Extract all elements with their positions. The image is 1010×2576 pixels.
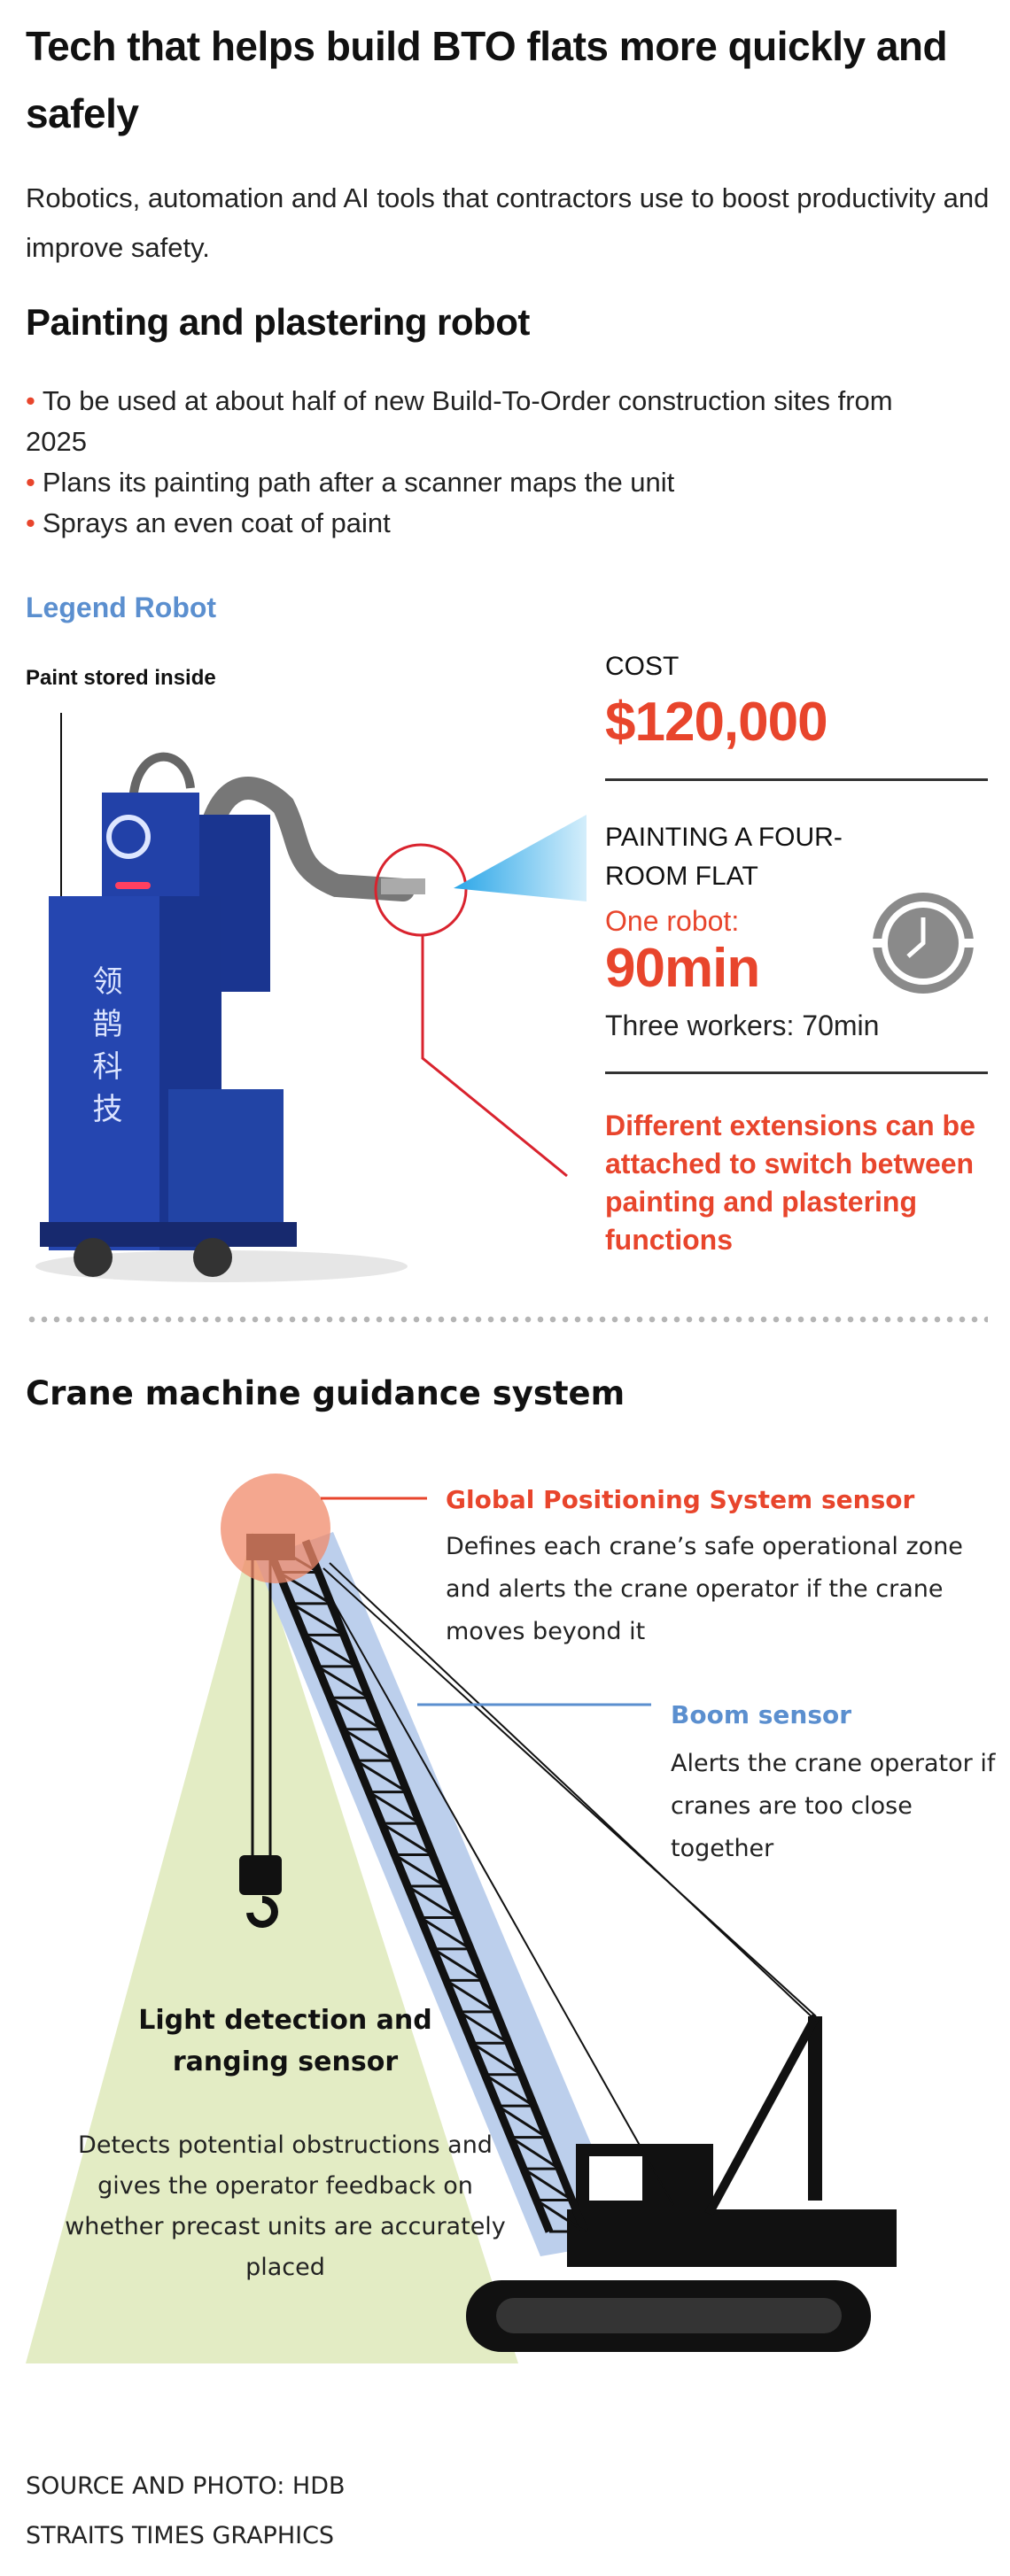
list-item: •Plans its painting path after a scanner… bbox=[26, 467, 675, 498]
boom-lattice-strut bbox=[355, 1759, 408, 1793]
boom-lattice-strut bbox=[497, 2104, 548, 2139]
crane-illustration bbox=[26, 1474, 897, 2363]
cab-window bbox=[589, 2156, 642, 2201]
footer-credits: SOURCE AND PHOTO: HDB STRAITS TIMES GRAP… bbox=[26, 2462, 346, 2561]
bullet-dot-icon: • bbox=[26, 507, 35, 538]
spray-nozzle bbox=[381, 878, 425, 894]
status-light bbox=[115, 882, 151, 889]
robot-chassis bbox=[40, 1222, 297, 1247]
crane-crawler bbox=[466, 2280, 871, 2352]
robot-section-heading: Painting and plastering robot bbox=[26, 301, 530, 343]
boom-lattice-strut bbox=[381, 1822, 433, 1856]
robot-arm bbox=[201, 777, 415, 901]
extension-callout-line bbox=[421, 935, 568, 1178]
lidar-sensor-description: Detects potential obstructions and gives… bbox=[65, 2131, 506, 2281]
gps-sensor-zone bbox=[221, 1474, 330, 1583]
boom-lattice-strut bbox=[470, 2042, 523, 2076]
nozzle-highlight-circle bbox=[374, 843, 468, 937]
boom-lattice-strut bbox=[303, 1634, 358, 1668]
hook-block bbox=[239, 1855, 282, 1895]
boom-sensor-zone bbox=[256, 1532, 632, 2256]
wheel bbox=[193, 1238, 232, 1277]
list-item: •To be used at about half of new Build-T… bbox=[26, 385, 893, 457]
crane-boom bbox=[261, 1539, 589, 2233]
boom-lattice-strut bbox=[316, 1665, 370, 1699]
divider bbox=[605, 1071, 988, 1074]
page-title: Tech that helps build BTO flats more qui… bbox=[26, 23, 948, 136]
credit-line: STRAITS TIMES GRAPHICS bbox=[26, 2522, 335, 2549]
boom-lattice-strut bbox=[419, 1916, 471, 1951]
boom-sensor-description: Alerts the crane operator if cranes are … bbox=[671, 1750, 996, 1862]
clock-icon bbox=[873, 893, 974, 994]
cost-value: $120,000 bbox=[605, 692, 828, 753]
dotted-separator bbox=[26, 1316, 988, 1323]
boom-lattice-strut bbox=[368, 1791, 421, 1825]
lidar-zone bbox=[26, 1532, 518, 2363]
bullet-dot-icon: • bbox=[26, 467, 35, 498]
cost-label: COST bbox=[605, 652, 680, 681]
three-workers-time: Three workers: 70min bbox=[605, 1010, 880, 1041]
boom-lattice-strut bbox=[342, 1728, 396, 1762]
boom-lattice-strut bbox=[432, 1947, 485, 1982]
robot-logo-icon bbox=[106, 815, 151, 859]
paint-spray bbox=[454, 815, 587, 901]
lidar-sensor-title: Light detection and ranging sensor bbox=[138, 2005, 432, 2077]
painting-label: PAINTING A FOUR-ROOM FLAT bbox=[605, 823, 843, 891]
extensions-note: Different extensions can be attached to … bbox=[605, 1110, 975, 1256]
boom-lattice-strut bbox=[523, 2167, 573, 2201]
crane-mast bbox=[808, 2016, 822, 2201]
robot-base-box bbox=[168, 1089, 284, 1222]
boom-lattice-strut bbox=[484, 2073, 535, 2108]
boom-lattice-strut bbox=[291, 1602, 345, 1636]
one-robot-time: 90min bbox=[605, 938, 760, 999]
divider bbox=[605, 778, 988, 781]
gps-sensor-title: Global Positioning System sensor bbox=[446, 1485, 915, 1514]
robot-illustration: 领鹊科技 bbox=[35, 713, 587, 1282]
crane-section-heading: Crane machine guidance system bbox=[26, 1374, 625, 1412]
one-robot-label: One robot: bbox=[605, 905, 740, 937]
crane-body bbox=[567, 2209, 897, 2267]
boom-lattice-strut bbox=[407, 1884, 459, 1919]
paint-stored-label: Paint stored inside bbox=[26, 666, 216, 690]
wheel bbox=[74, 1238, 113, 1277]
robot-hose bbox=[128, 752, 195, 807]
boom-sensor-title: Boom sensor bbox=[671, 1700, 852, 1729]
page-subtitle: Robotics, automation and AI tools that c… bbox=[26, 182, 990, 263]
hook-icon bbox=[246, 1896, 278, 1928]
robot-cabinet bbox=[49, 896, 159, 1250]
boom-lattice-strut bbox=[535, 2199, 586, 2233]
boom-lattice-strut bbox=[509, 2136, 561, 2170]
list-item: •Sprays an even coat of paint bbox=[26, 507, 391, 538]
boom-lattice-strut bbox=[445, 1979, 497, 2014]
robot-name: Legend Robot bbox=[26, 592, 217, 623]
robot-logo-text: 领鹊科技 bbox=[88, 965, 122, 1135]
source-line: SOURCE AND PHOTO: HDB bbox=[26, 2472, 346, 2500]
robot-feature-list: •To be used at about half of new Build-T… bbox=[26, 381, 956, 544]
boom-lattice-strut bbox=[393, 1853, 447, 1888]
bullet-dot-icon: • bbox=[26, 385, 35, 416]
gps-sensor-description: Defines each crane’s safe operational zo… bbox=[446, 1533, 963, 1645]
boom-lattice-strut bbox=[329, 1696, 383, 1731]
boom-lattice-strut bbox=[458, 2010, 509, 2045]
